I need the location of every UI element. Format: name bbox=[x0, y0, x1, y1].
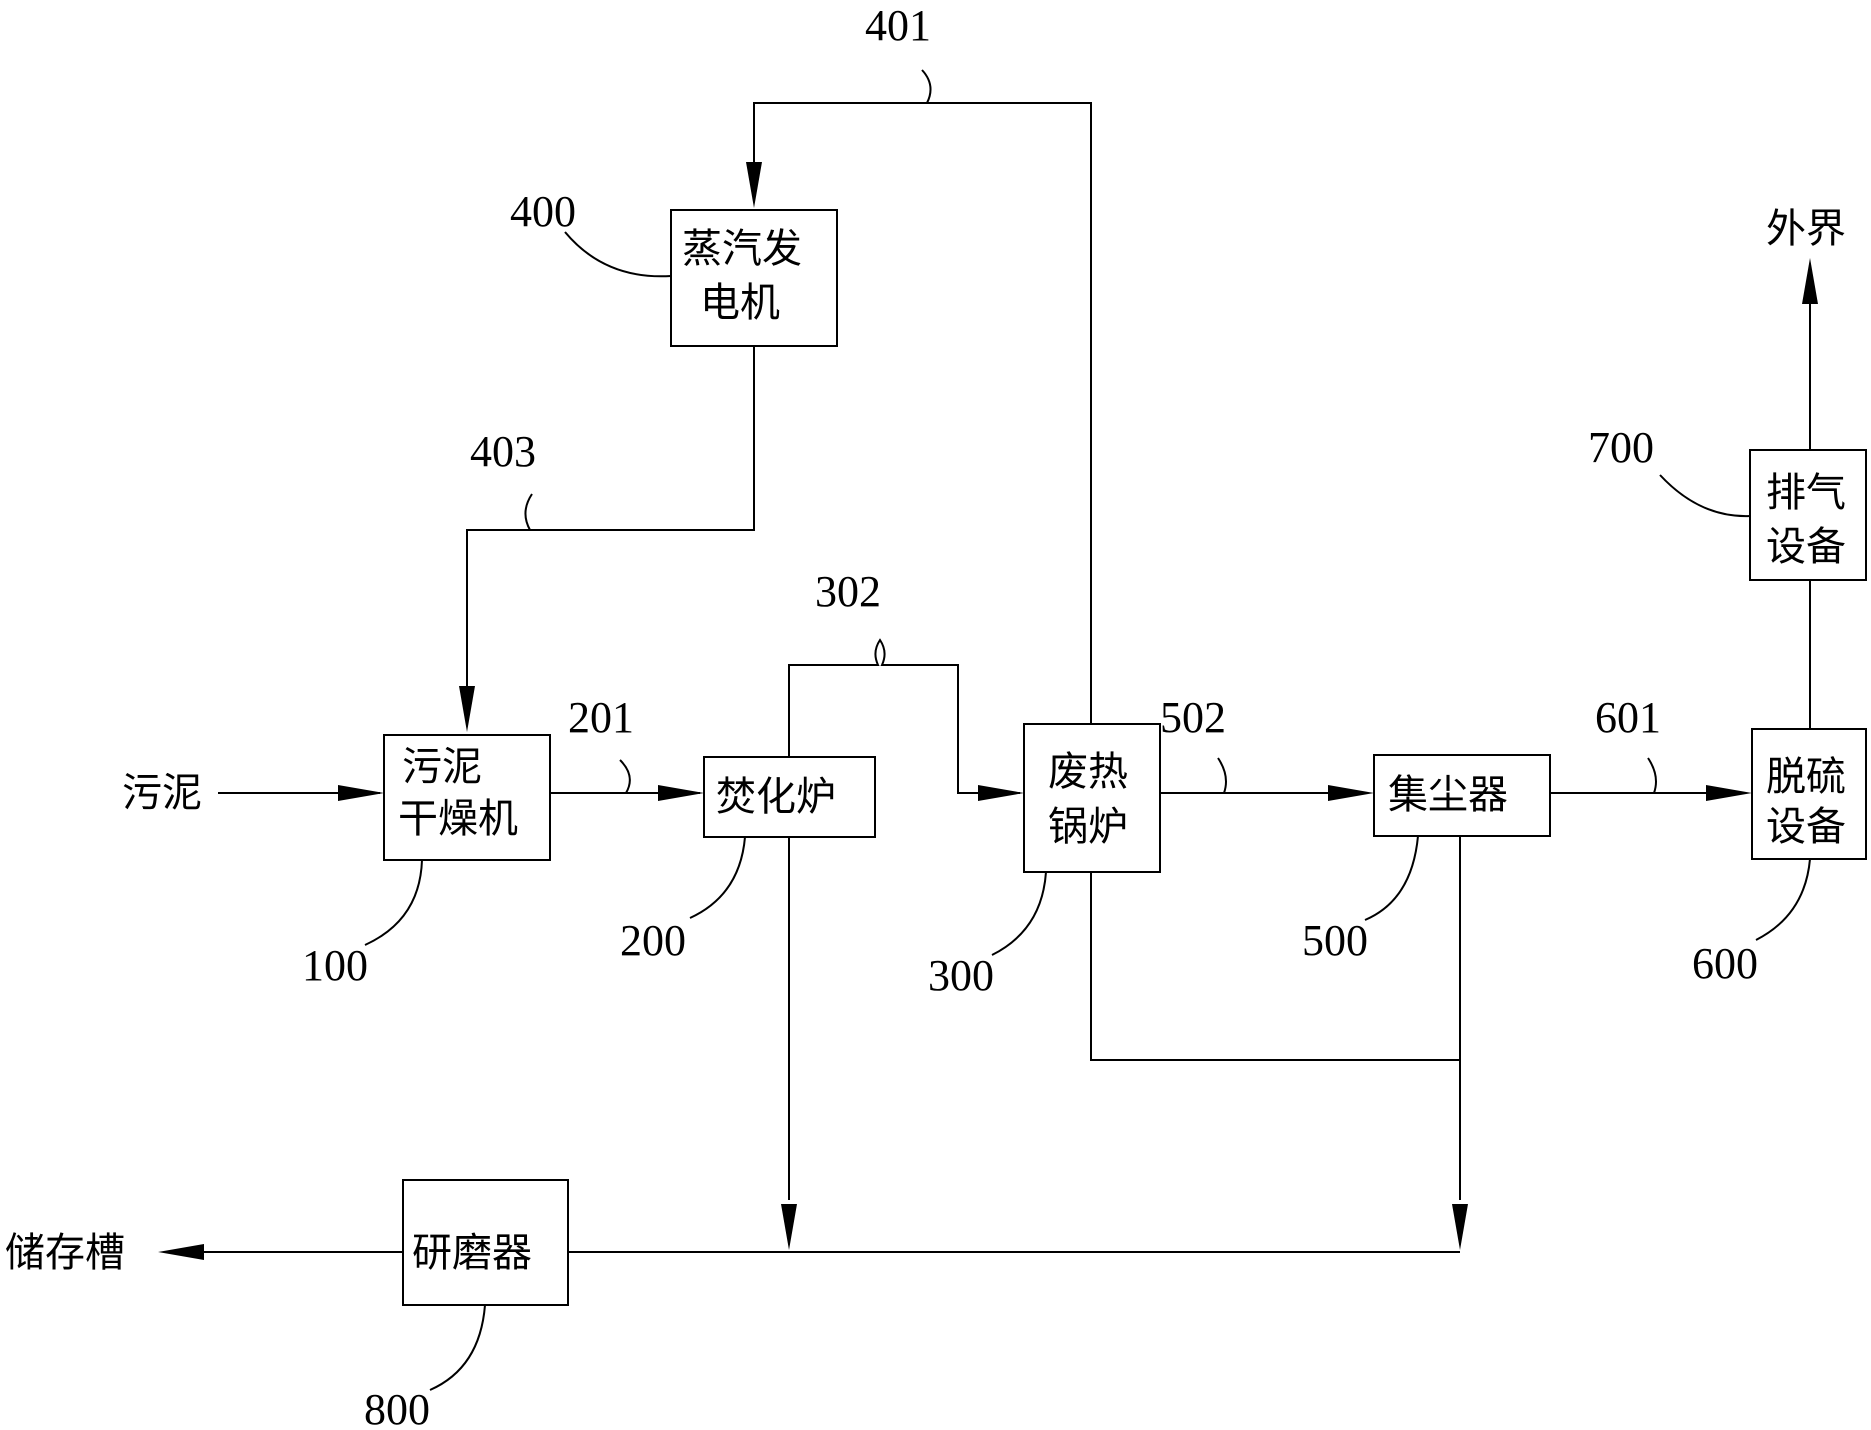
leader-500 bbox=[1364, 835, 1419, 921]
grinder-box bbox=[402, 1179, 569, 1306]
ref-403: 403 bbox=[470, 427, 536, 476]
pipe-201 bbox=[550, 759, 700, 794]
arrow-into-incinerator bbox=[658, 785, 704, 801]
flow-ash-boiler bbox=[1090, 872, 1460, 1061]
steam-generator-label-2: 电机 bbox=[700, 280, 780, 326]
grinder-label: 研磨器 bbox=[412, 1230, 532, 1276]
leader-300 bbox=[991, 871, 1047, 956]
arrow-to-storage-tank bbox=[158, 1244, 204, 1260]
ref-600: 600 bbox=[1692, 939, 1758, 988]
arrow-into-dryer bbox=[338, 785, 384, 801]
exhaust-label-1: 排气 bbox=[1766, 470, 1846, 516]
arrow-ash-incinerator bbox=[781, 1204, 797, 1250]
leader-600 bbox=[1755, 858, 1811, 941]
desulfurizer-label-2: 设备 bbox=[1766, 804, 1846, 850]
ref-300: 300 bbox=[928, 951, 994, 1000]
steam-generator-box bbox=[670, 209, 838, 347]
incinerator-label: 焚化炉 bbox=[716, 774, 836, 820]
desulfurizer-box bbox=[1751, 728, 1867, 860]
sludge-dryer-label-1: 污泥 bbox=[402, 744, 482, 790]
waste-boiler-label-2: 锅炉 bbox=[1048, 804, 1128, 850]
leader-400 bbox=[564, 231, 672, 278]
ref-502: 502 bbox=[1160, 693, 1226, 742]
dust-collector-label: 集尘器 bbox=[1388, 772, 1508, 818]
arrow-into-dust-collector bbox=[1328, 785, 1374, 801]
ref-302: 302 bbox=[815, 567, 881, 616]
sludge-dryer-box bbox=[383, 734, 551, 861]
ref-201: 201 bbox=[568, 693, 634, 742]
ref-401: 401 bbox=[865, 1, 931, 50]
dust-collector-box bbox=[1373, 754, 1551, 837]
ref-700: 700 bbox=[1588, 423, 1654, 472]
leader-800 bbox=[429, 1304, 486, 1391]
ref-800: 800 bbox=[364, 1385, 430, 1430]
waste-boiler-label-1: 废热 bbox=[1048, 749, 1128, 795]
exhaust-label-2: 设备 bbox=[1766, 524, 1846, 570]
waste-boiler-box bbox=[1023, 723, 1161, 873]
pipe-302 bbox=[788, 638, 1020, 794]
storage-tank-label: 储存槽 bbox=[5, 1230, 125, 1276]
leader-100 bbox=[364, 859, 423, 946]
desulfurizer-label-1: 脱硫 bbox=[1766, 754, 1846, 800]
ref-200: 200 bbox=[620, 916, 686, 965]
pipe-601 bbox=[1550, 757, 1710, 794]
arrow-into-desulfurizer bbox=[1706, 785, 1752, 801]
ref-100: 100 bbox=[302, 941, 368, 990]
ref-500: 500 bbox=[1302, 916, 1368, 965]
ref-400: 400 bbox=[510, 187, 576, 236]
exhaust-box bbox=[1749, 449, 1867, 581]
sludge-input-label: 污泥 bbox=[122, 770, 202, 816]
steam-generator-label-1: 蒸汽发 bbox=[682, 226, 802, 272]
pipe-401 bbox=[753, 69, 1092, 724]
arrow-to-outside bbox=[1802, 258, 1818, 304]
incinerator-box bbox=[703, 756, 876, 838]
outside-label: 外界 bbox=[1766, 206, 1846, 252]
leader-700 bbox=[1659, 474, 1751, 518]
arrow-ash-dust-collector bbox=[1452, 1204, 1468, 1250]
pipe-403 bbox=[466, 346, 755, 690]
arrow-into-steam-generator bbox=[746, 162, 762, 208]
pipe-502 bbox=[1160, 757, 1334, 794]
sludge-dryer-label-2: 干燥机 bbox=[398, 796, 518, 842]
ref-601: 601 bbox=[1595, 693, 1661, 742]
arrow-into-boiler bbox=[978, 785, 1024, 801]
arrow-into-dryer-steam bbox=[459, 686, 475, 732]
leader-200 bbox=[689, 836, 746, 919]
